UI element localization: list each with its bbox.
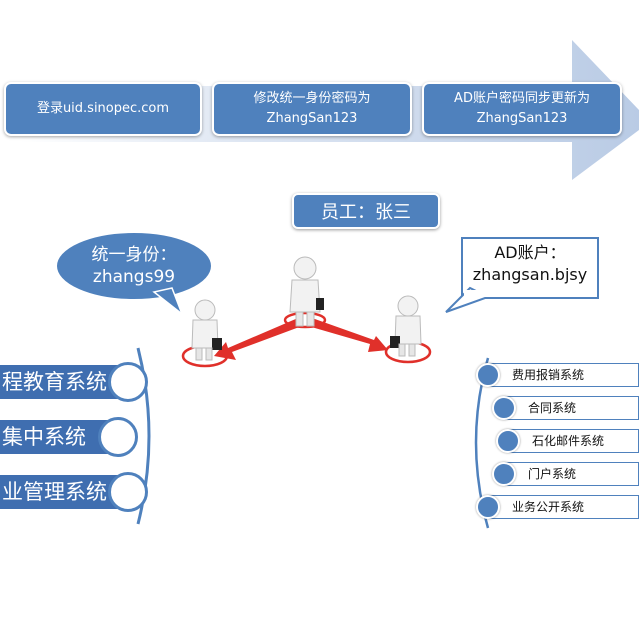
left-system-item-3: 业管理系统 xyxy=(0,475,124,509)
unified-identity-text: 统一身份： zhangs99 xyxy=(54,244,214,288)
left-system-label-2: 集中系统 xyxy=(2,425,86,449)
right-system-item-5: 业务公开系统 xyxy=(488,495,639,519)
right-system-bullet-2 xyxy=(492,396,516,420)
ad-account-text: AD账户： zhangsan.bjsy xyxy=(462,242,598,286)
right-system-item-1: 费用报销系统 xyxy=(488,363,639,387)
right-system-item-4: 门户系统 xyxy=(504,462,639,486)
left-system-label-1: 程教育系统 xyxy=(2,370,107,394)
employee-figure-right xyxy=(390,295,422,357)
left-system-bullet-2 xyxy=(98,417,138,457)
left-system-bullet-1 xyxy=(108,362,148,402)
step-change-password: 修改统一身份密码为 ZhangSan123 xyxy=(212,82,412,136)
ad-account-value: zhangsan.bjsy xyxy=(472,265,588,284)
step-ad-sync: AD账户密码同步更新为 ZhangSan123 xyxy=(422,82,622,136)
right-system-bullet-4 xyxy=(492,462,516,486)
right-system-label-4: 门户系统 xyxy=(528,467,577,481)
right-system-item-2: 合同系统 xyxy=(504,396,639,420)
unified-identity-title: 统一身份： xyxy=(91,245,177,265)
right-system-label-2: 合同系统 xyxy=(528,401,577,415)
ad-account-callout xyxy=(445,237,599,313)
step-change-password-line2: ZhangSan123 xyxy=(266,111,358,126)
right-system-label-3: 石化邮件系统 xyxy=(532,434,605,448)
unified-identity-bubble xyxy=(55,231,213,317)
step-change-password-line1: 修改统一身份密码为 xyxy=(253,91,371,106)
identity-connection-graphic xyxy=(181,256,432,368)
right-system-bullet-5 xyxy=(476,495,500,519)
step-ad-sync-line1: AD账户密码同步更新为 xyxy=(454,91,590,106)
right-system-label-5: 业务公开系统 xyxy=(512,500,585,514)
step-login: 登录uid.sinopec.com xyxy=(4,82,202,136)
left-system-item-1: 程教育系统 xyxy=(0,365,124,399)
left-system-label-3: 业管理系统 xyxy=(2,480,107,504)
left-red-arrow xyxy=(214,318,302,360)
employee-figure-center xyxy=(289,256,324,327)
left-system-item-2: 集中系统 xyxy=(0,420,114,454)
left-system-bullet-3 xyxy=(108,472,148,512)
right-system-bullet-3 xyxy=(496,429,520,453)
right-red-arrow xyxy=(308,318,388,352)
right-system-item-3: 石化邮件系统 xyxy=(508,429,639,453)
employee-label-text: 员工：张三 xyxy=(321,202,411,223)
ad-account-title: AD账户： xyxy=(494,243,566,262)
step-ad-sync-line2: ZhangSan123 xyxy=(476,111,568,126)
unified-identity-value: zhangs99 xyxy=(92,267,176,287)
right-system-bullet-1 xyxy=(476,363,500,387)
step-login-text: 登录uid.sinopec.com xyxy=(36,101,170,116)
employee-figure-left xyxy=(191,299,222,361)
right-system-label-1: 费用报销系统 xyxy=(512,368,585,382)
center-ring xyxy=(283,311,327,329)
employee-label: 员工：张三 xyxy=(292,193,440,229)
